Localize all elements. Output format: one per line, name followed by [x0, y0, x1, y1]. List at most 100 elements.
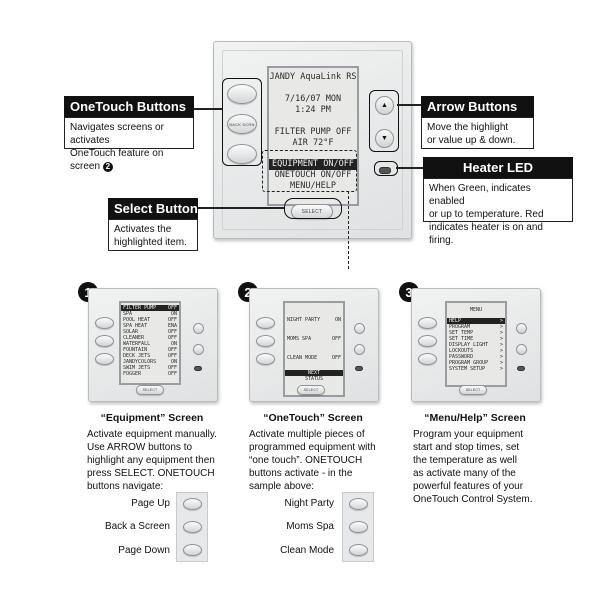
back-screen-button[interactable]: BACK SCRN — [227, 114, 257, 134]
eq-onetouch-1[interactable] — [95, 317, 114, 329]
lcd-date: 7/16/07 MON — [284, 94, 342, 104]
eq-lcd-row-name: SWIM JETS — [123, 365, 151, 371]
ot-desc-line-2: programmed equipment with — [249, 442, 376, 453]
ot-key-clean-mode[interactable] — [349, 544, 368, 556]
ot-lcd-row-name: CLEAN MODE — [287, 355, 318, 361]
mh-lcd-row-value: > — [499, 330, 503, 336]
lcd-menu-onetouch[interactable]: ONETOUCH ON/OFF — [274, 170, 352, 180]
eq-select-button[interactable]: SELECT — [136, 385, 164, 395]
mh-onetouch-1[interactable] — [418, 317, 437, 329]
onetouch-button-bottom[interactable] — [227, 144, 257, 164]
heater-callout-line-2: or up to temperature. Red — [429, 209, 544, 220]
lcd-time: 1:24 PM — [295, 105, 331, 115]
mh-lcd-row[interactable]: DISPLAY LIGHT> — [447, 342, 505, 348]
onetouch-connector — [193, 108, 223, 110]
mh-lcd-row-value: > — [499, 318, 503, 324]
arrow-connector — [397, 104, 421, 106]
eq-lcd-row-value: OFF — [167, 335, 177, 341]
lcd-air-temp: AIR 72°F — [292, 138, 334, 148]
mh-lcd-row-name: SET TIME — [449, 336, 474, 342]
mh-desc-line-3: the temperature as well — [413, 455, 517, 466]
onetouch-button-top[interactable] — [227, 84, 257, 104]
eq-key-strip — [176, 492, 208, 562]
lcd-menu-equipment[interactable]: EQUIPMENT ON/OFF — [269, 159, 357, 170]
mh-lcd-row[interactable]: HELP> — [447, 318, 505, 324]
onetouch-highlight-box — [222, 78, 262, 166]
ot-onetouch-1[interactable] — [256, 317, 275, 329]
lcd-menu-help[interactable]: MENU/HELP — [289, 181, 337, 191]
mh-lcd-row[interactable]: SET TIME> — [447, 336, 505, 342]
ot-lcd-row-name: MOMS SPA — [287, 336, 312, 342]
eq-lcd-row-value: OFF — [167, 347, 177, 353]
ot-lcd-status[interactable]: STATUS — [304, 376, 324, 382]
menu-screen-desc: Program your equipment start and stop ti… — [413, 428, 563, 506]
eq-arrow-down[interactable] — [193, 344, 204, 355]
eq-key-page-up[interactable] — [183, 498, 202, 510]
mh-arrow-down[interactable] — [516, 344, 527, 355]
ot-lcd-next[interactable]: NEXT — [285, 370, 343, 376]
main-control-panel: BACK SCRN JANDY AquaLink RS 7/16/07 MON … — [213, 41, 412, 239]
eq-lcd-row-name: SPA HEAT — [123, 323, 148, 329]
eq-key-back-screen[interactable] — [183, 521, 202, 533]
mh-select-button[interactable]: SELECT — [459, 385, 487, 395]
mh-lcd-row-value: > — [499, 324, 503, 330]
eq-lcd-row-name: FOUNTAIN — [123, 347, 148, 353]
ot-arrow-up[interactable] — [354, 323, 365, 334]
mh-lcd-row-name: PROGRAM — [449, 324, 471, 330]
mh-onetouch-3[interactable] — [418, 353, 437, 365]
arrow-down-button[interactable]: ▼ — [375, 129, 394, 148]
heater-callout-body: When Green, indicates enabled or up to t… — [423, 178, 573, 246]
onetouch-callout-body: Navigates screens or activates OneTouch … — [64, 117, 194, 172]
ot-arrow-down[interactable] — [354, 344, 365, 355]
mh-arrow-up[interactable] — [516, 323, 527, 334]
mh-onetouch-2[interactable] — [418, 335, 437, 347]
equipment-screen-title: “Equipment” Screen — [100, 412, 204, 424]
eq-onetouch-3[interactable] — [95, 353, 114, 365]
ot-onetouch-3[interactable] — [256, 353, 275, 365]
ot-key-moms-spa[interactable] — [349, 521, 368, 533]
mh-desc-line-2: start and stop times, set — [413, 442, 520, 453]
eq-heater-led — [194, 366, 202, 371]
mh-lcd-row[interactable]: SYSTEM SETUP> — [447, 366, 505, 372]
eq-key-page-down[interactable] — [183, 544, 202, 556]
mh-lcd-row-name: PROGRAM GROUP — [449, 360, 489, 366]
arrow-up-button[interactable]: ▲ — [375, 96, 394, 115]
mh-lcd-row-value: > — [499, 342, 503, 348]
mh-lcd-row[interactable]: LOCKOUTS> — [447, 348, 505, 354]
eq-arrow-up[interactable] — [193, 323, 204, 334]
eq-onetouch-2[interactable] — [95, 335, 114, 347]
eq-desc-line-1: Activate equipment manually. — [87, 429, 217, 440]
mh-lcd-row-name: SET TEMP — [449, 330, 474, 336]
onetouch-callout-line-2-text: OneTouch feature on screen — [70, 148, 164, 172]
arrow-highlight-box — [369, 90, 399, 152]
eq-lcd-row-value: OFF — [167, 305, 177, 311]
eq-lcd-row[interactable]: FOUNTAIN OFF — [121, 347, 179, 353]
ot-onetouch-2[interactable] — [256, 335, 275, 347]
mh-lcd-row[interactable]: PROGRAM GROUP> — [447, 360, 505, 366]
ot-key-night-party[interactable] — [349, 498, 368, 510]
eq-lcd-row-name: FOGGER — [123, 371, 142, 377]
mh-lcd-row[interactable]: PROGRAM > — [447, 324, 505, 330]
arrow-callout-line-1: Move the highlight — [427, 122, 509, 133]
ot-select-button[interactable]: SELECT — [297, 385, 325, 395]
mh-lcd-row[interactable]: PASSWORD> — [447, 354, 505, 360]
select-callout-line-2: highlighted item. — [114, 237, 187, 248]
mh-lcd-row[interactable]: SET TEMP > — [447, 330, 505, 336]
led-highlight-box — [374, 161, 398, 176]
